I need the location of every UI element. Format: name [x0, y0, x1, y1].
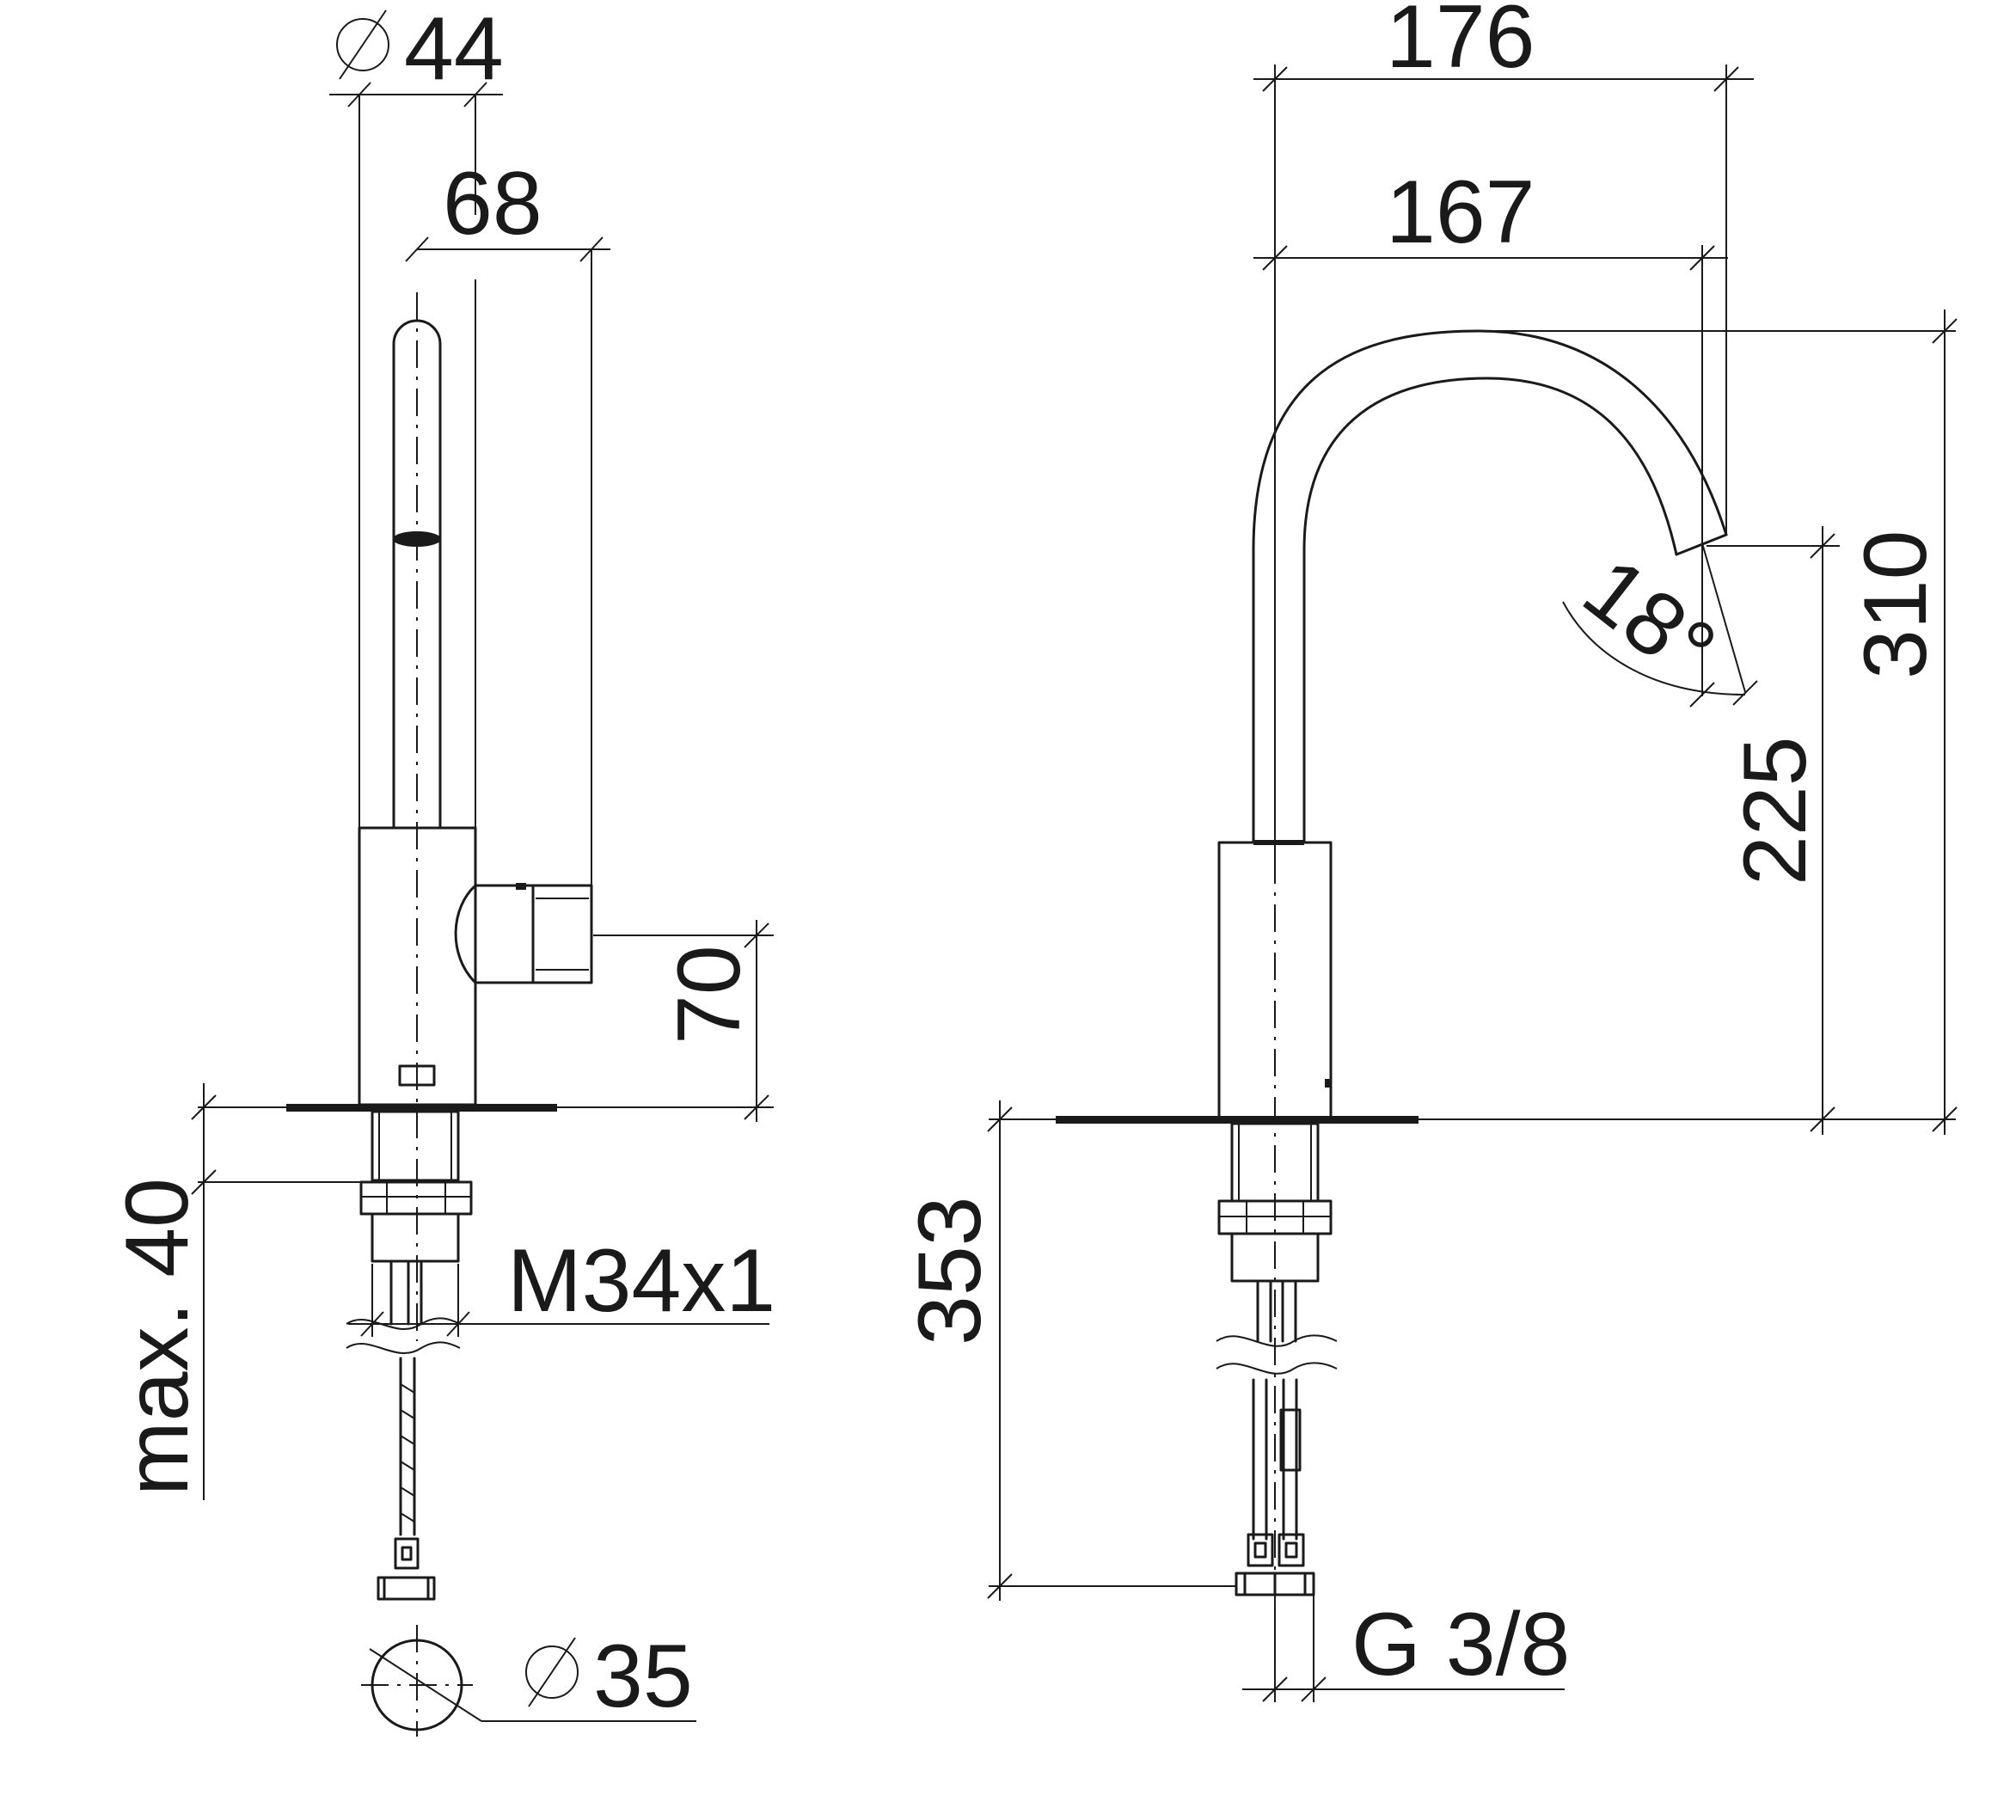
front-nut	[359, 1180, 473, 1216]
side-view: 176 167 310 225 18° 353	[900, 0, 1958, 1707]
front-view: 44 68 70 max. 40 M34x1 35	[107, 0, 775, 1737]
dim-70: 70	[659, 945, 759, 1045]
dim-68: 68	[443, 154, 542, 254]
front-hose	[399, 1357, 416, 1536]
front-threaded-shank	[371, 1212, 460, 1263]
dim-310: 310	[1846, 530, 1946, 679]
side-hose-right	[1282, 1378, 1298, 1541]
diameter-symbol-35	[525, 1645, 579, 1699]
front-hose-crimp	[394, 1537, 420, 1570]
front-handle-notch	[516, 883, 526, 890]
side-spout-inner	[1302, 377, 1678, 844]
side-base-plate	[1056, 1116, 1419, 1124]
front-hose-fitting	[377, 1576, 436, 1601]
front-spout	[392, 319, 442, 830]
dim-thread: M34x1	[507, 1231, 775, 1331]
front-base-plate	[286, 1104, 557, 1112]
dim-167: 167	[1386, 162, 1535, 262]
front-shank	[371, 1110, 460, 1182]
dim-diameter-35: 35	[593, 1627, 693, 1726]
angle-arc	[1562, 601, 1746, 696]
dim-diameter-44: 44	[404, 0, 504, 99]
side-break-line-1	[1216, 1334, 1338, 1347]
side-hose-left	[1252, 1378, 1268, 1541]
side-nut	[1217, 1199, 1333, 1235]
front-break-line-2	[346, 1341, 461, 1354]
dim-353: 353	[900, 1196, 1000, 1345]
front-handle-cap	[531, 884, 593, 984]
diameter-symbol-44	[336, 18, 389, 71]
dim-connection: G 3/8	[1351, 1595, 1570, 1694]
side-break-line-2	[1216, 1362, 1338, 1375]
dim-225: 225	[1725, 736, 1825, 885]
front-handle	[454, 884, 535, 984]
dim-max-40: max. 40	[107, 1178, 207, 1496]
dim-176: 176	[1386, 0, 1535, 87]
